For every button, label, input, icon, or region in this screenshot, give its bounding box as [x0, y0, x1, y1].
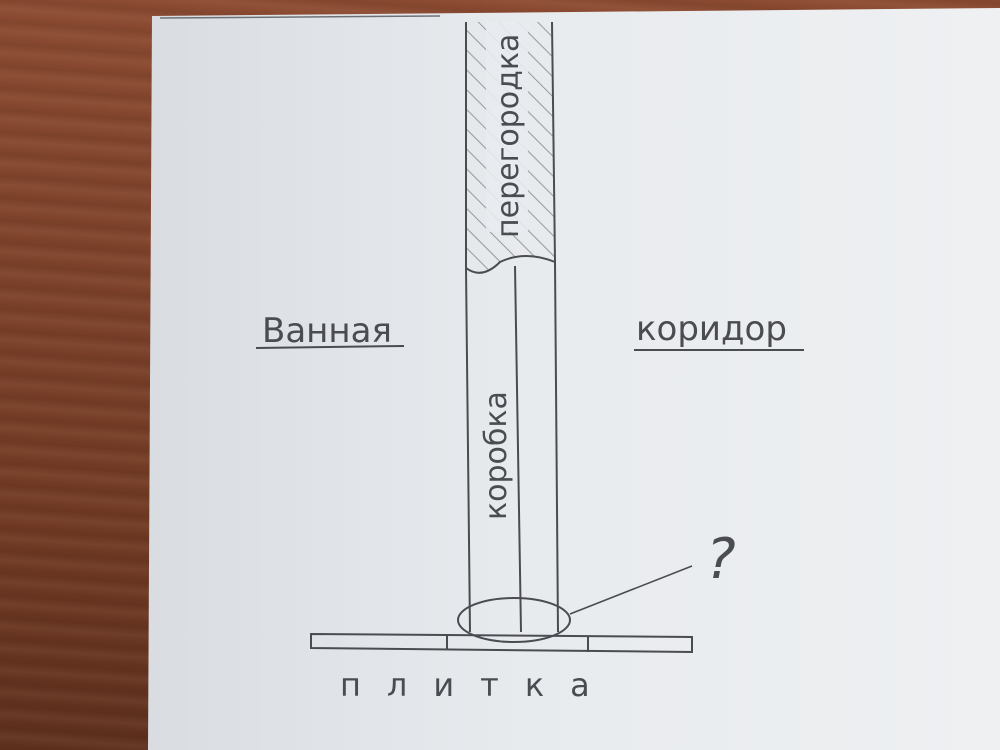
- paper-sheet: [148, 8, 1000, 750]
- corridor-label: коридор: [636, 309, 787, 349]
- frame-left-line: [465, 267, 471, 633]
- tile-label: плитка: [340, 666, 616, 704]
- partition-label-clear: [486, 22, 528, 232]
- tile-outline: [310, 632, 693, 654]
- partition-label: перегородка: [491, 34, 526, 238]
- partition-outline: [465, 21, 557, 274]
- frame-label: коробка: [479, 391, 514, 520]
- paper-top-line: [159, 15, 441, 19]
- bathroom-underline: [255, 345, 405, 349]
- frame-middle-line: [514, 265, 522, 633]
- frame-right-line: [554, 261, 559, 633]
- question-pointer-line: [569, 565, 693, 615]
- bathroom-label: Ванная: [262, 311, 392, 351]
- question-mark: ?: [706, 527, 736, 592]
- problem-area-circle: [457, 597, 571, 643]
